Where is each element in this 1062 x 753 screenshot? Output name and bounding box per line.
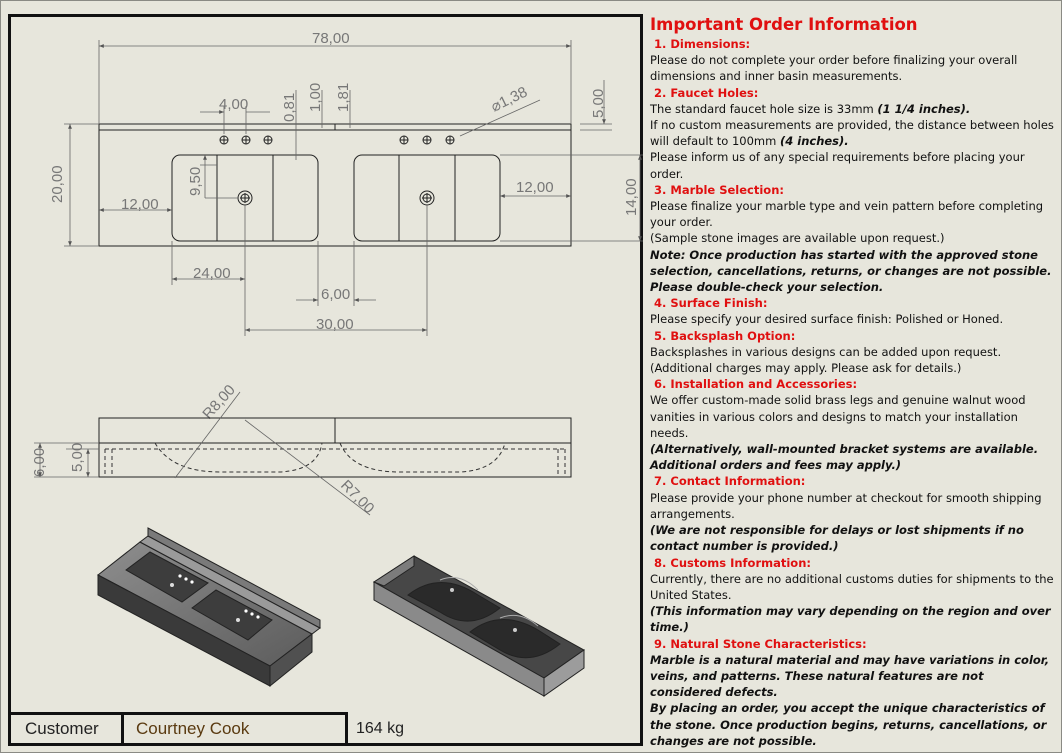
section-heading: 6. Installation and Accessories: [654,377,858,392]
section-text-part: If no custom measurements are provided, … [650,118,1054,149]
section-text: Please provide your phone number at chec… [650,490,1055,522]
dim-side-height: 6,00 [31,448,48,477]
section-note: Marble is a natural material and may hav… [650,652,1050,700]
dim-right-margin: 12,00 [516,179,554,196]
section-text-part: Please specify your desired surface fini… [650,312,1004,327]
title-block: Customer Courtney Cook 164 kg [8,712,643,746]
dim-overall-length: 78,00 [312,30,350,47]
section-text: Please do not complete your order before… [650,52,1055,84]
section-text-part: (Sample stone images are available upon … [650,231,945,246]
section-text: We offer custom-made solid brass legs an… [650,392,1055,441]
section-text-part: We offer custom-made solid brass legs an… [650,393,1026,440]
weight-value: 164 kg [356,720,405,737]
section-heading: 9. Natural Stone Characteristics: [654,636,867,651]
order-info-panel: Important Order Information 1. Dimension… [650,14,1055,749]
section-text-part: Currently, there are no additional custo… [650,571,1054,602]
section-text-part: Backsplashes in various designs can be a… [650,344,1002,359]
dim-181: 1,81 [335,83,352,112]
dim-081: 0,81 [281,93,298,122]
section-text-part: (Additional charges may apply. Please as… [650,361,962,376]
technical-drawing: 78,00 4,00 0,81 1,00 1,81 ⌀1,38 5,00 20,… [31,30,643,697]
dim-100: 1,00 [307,83,324,112]
section-heading: 8. Customs Information: [654,555,811,570]
section-heading: 2. Faucet Holes: [654,85,759,100]
section-heading: 4. Surface Finish: [654,296,768,311]
customer-name: Courtney Cook [121,712,348,746]
faucet-holes [219,135,455,145]
section-text: (Additional charges may apply. Please as… [650,360,1055,376]
dim-basin-offset: 9,50 [187,167,204,196]
dim-hole-spacing: 4,00 [219,96,248,113]
dim-side-inner: 5,00 [69,443,86,472]
section-text-part: Please finalize your marble type and vei… [650,199,1044,230]
section-text: Backsplashes in various designs can be a… [650,344,1055,360]
dimension-lines [64,40,643,336]
section-note: (Alternatively, wall-mounted bracket sys… [650,442,1039,473]
isometric-view-right [372,555,585,697]
section-text-part: Please provide your phone number at chec… [650,490,1042,521]
dim-radius-small: R7,00 [337,477,377,517]
order-info-sections: 1. Dimensions: Please do not complete you… [650,36,1055,749]
section-text: The standard faucet hole size is 33mm (1… [650,101,1055,117]
dim-center-gap: 6,00 [321,286,350,303]
section-text: Please specify your desired surface fini… [650,311,1055,327]
section-heading: 7. Contact Information: [654,474,806,489]
section-heading: 5. Backsplash Option: [654,328,796,343]
section-note: (We are not responsible for delays or lo… [650,523,1024,554]
dimension-labels: 78,00 4,00 0,81 1,00 1,81 ⌀1,38 5,00 20,… [31,30,640,517]
section-text-part: Please do not complete your order before… [650,53,1018,84]
customer-label: Customer [8,712,124,746]
section-text-part: Please inform us of any special requirem… [650,150,1025,181]
section-text-emphasis: (4 inches). [779,134,849,149]
section-text: (Sample stone images are available upon … [650,230,1055,246]
dim-depth: 20,00 [49,165,66,203]
section-heading: 3. Marble Selection: [654,182,784,197]
section-heading: 1. Dimensions: [654,37,751,51]
drain-holes [237,190,435,206]
section-text: Please inform us of any special requirem… [650,149,1055,181]
section-note: By placing an order, you accept the uniq… [650,701,1047,748]
section-note: (This information may vary depending on … [650,604,1051,635]
dim-hole-diameter: ⌀1,38 [488,84,530,116]
section-text-emphasis: (1 1/4 inches). [877,101,971,116]
dim-drain-left: 24,00 [193,265,231,282]
dim-backsplash-height: 5,00 [590,89,607,118]
order-info-title: Important Order Information [650,15,918,34]
dim-drain-spacing: 30,00 [316,316,354,333]
section-text-part: The standard faucet hole size is 33mm [650,101,878,116]
section-text: If no custom measurements are provided, … [650,117,1055,149]
front-view [98,391,572,516]
dim-basin-width: 14,00 [623,178,640,216]
top-view [98,123,572,247]
dim-left-margin: 12,00 [121,196,159,213]
section-text: Please finalize your marble type and vei… [650,198,1055,230]
section-note: Note: Once production has started with t… [650,247,1052,295]
section-text: Currently, there are no additional custo… [650,571,1055,603]
isometric-view-left [97,527,321,688]
